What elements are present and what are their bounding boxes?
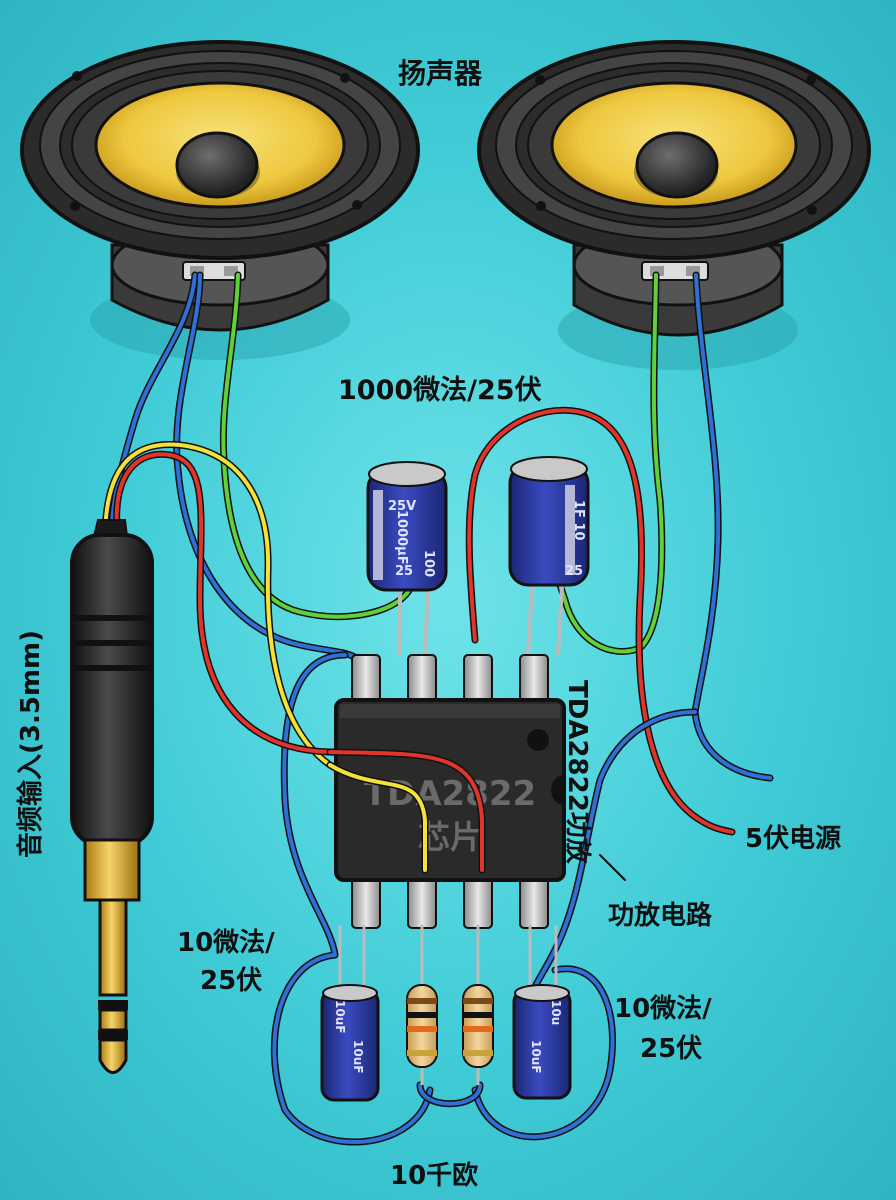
chip-model-text: TDA2822 [364, 774, 536, 814]
svg-text:10uF: 10uF [529, 1040, 543, 1073]
small-cap-left-label-1: 10微法/ [177, 928, 275, 958]
small-cap-right-label-1: 10微法/ [614, 994, 712, 1024]
resistor-left [406, 925, 438, 1085]
svg-text:10uF: 10uF [333, 1000, 347, 1033]
svg-text:25: 25 [565, 564, 583, 579]
right-speaker [477, 40, 871, 370]
small-cap-left-label-2: 25伏 [200, 966, 263, 996]
wires [101, 271, 774, 1146]
chip-side-label: TDA2822功放 [562, 680, 592, 864]
audio-input-label: 音频输入(3.5mm) [16, 629, 46, 858]
svg-text:25: 25 [395, 564, 413, 579]
svg-text:1000μF: 1000μF [394, 510, 409, 565]
svg-text:25V: 25V [388, 499, 416, 514]
audio-jack-3-5mm [70, 519, 154, 1074]
svg-text:1F 10: 1F 10 [571, 500, 586, 541]
left-speaker [20, 40, 420, 360]
tda2822-chip: TDA2822 芯片 [334, 654, 566, 929]
svg-text:100: 100 [421, 550, 436, 577]
chip-sub-text: 芯片 [418, 818, 482, 856]
svg-text:10u: 10u [549, 1000, 563, 1025]
big-capacitor-left: 1000μF 25V 100 25 [366, 461, 448, 656]
big-capacitor-right: 1F 10 25 [508, 456, 590, 656]
small-capacitor-right: 10u 10uF [512, 925, 572, 1100]
power-label: 5伏电源 [745, 824, 842, 854]
small-capacitor-left: 10uF 10uF [320, 925, 380, 1102]
svg-text:10uF: 10uF [351, 1040, 365, 1073]
amp-circuit-label: 功放电路 [608, 901, 713, 931]
small-cap-right-label-2: 25伏 [640, 1034, 703, 1064]
resistor-label: 10千欧 [390, 1161, 479, 1191]
resistor-right [462, 925, 494, 1085]
speaker-label: 扬声器 [398, 57, 483, 90]
big-capacitor-label: 1000微法/25伏 [338, 375, 542, 406]
